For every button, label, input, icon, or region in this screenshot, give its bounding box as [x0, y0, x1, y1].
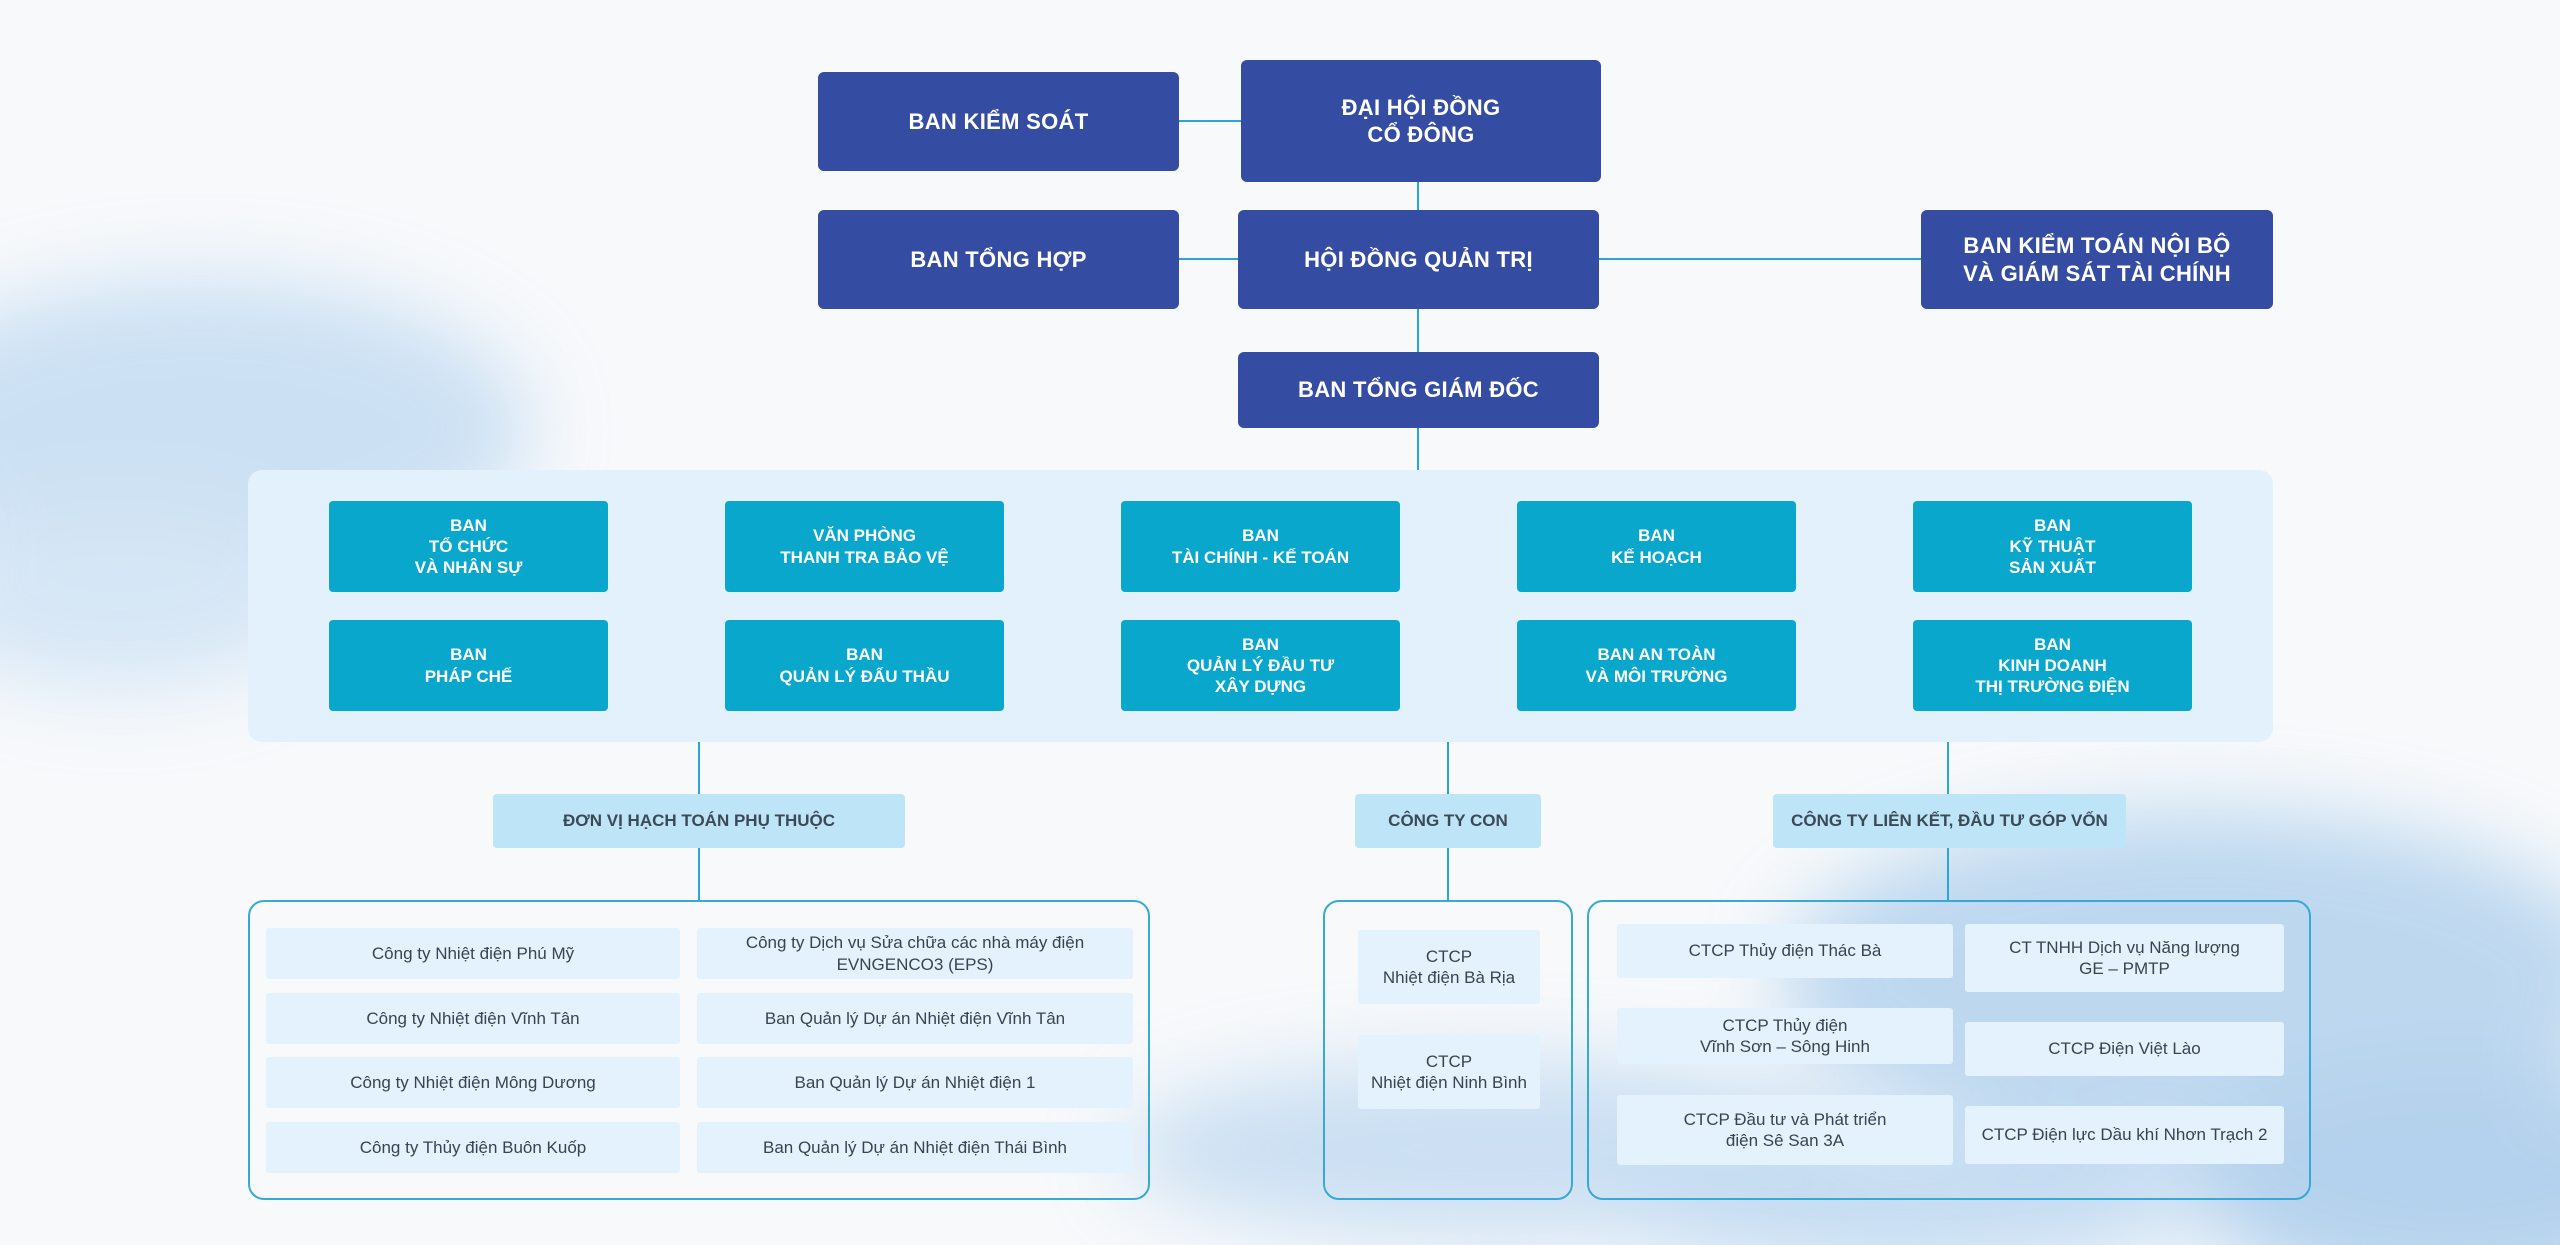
dept-inspection-office-box[interactable]: VĂN PHÒNG THANH TRA BẢO VỆ — [725, 501, 1004, 592]
supervisory-board-box[interactable]: BAN KIỂM SOÁT — [818, 72, 1179, 171]
connector-line — [1447, 848, 1449, 900]
dept-construction-investment-box[interactable]: BAN QUẢN LÝ ĐẦU TƯ XÂY DỰNG — [1121, 620, 1400, 711]
general-affairs-box[interactable]: BAN TỔNG HỢP — [818, 210, 1179, 309]
unit-mong-duong[interactable]: Công ty Nhiệt điện Mông Dương — [266, 1057, 680, 1108]
connector-line — [698, 742, 700, 794]
connector-line — [1178, 258, 1239, 260]
unit-pmb-thai-binh[interactable]: Ban Quản lý Dự án Nhiệt điện Thái Bình — [697, 1122, 1133, 1173]
board-of-directors-box[interactable]: HỘI ĐỒNG QUẢN TRỊ — [1238, 210, 1599, 309]
subsidiaries-group — [1323, 900, 1573, 1200]
dept-finance-accounting-box[interactable]: BAN TÀI CHÍNH - KẾ TOÁN — [1121, 501, 1400, 592]
connector-line — [1178, 120, 1241, 122]
connector-line — [1417, 182, 1419, 210]
associate-se-san-3a[interactable]: CTCP Đầu tư và Phát triển điện Sê San 3A — [1617, 1095, 1953, 1165]
dept-hr-box[interactable]: BAN TỔ CHỨC VÀ NHÂN SỰ — [329, 501, 608, 592]
dept-bidding-box[interactable]: BAN QUẢN LÝ ĐẤU THẦU — [725, 620, 1004, 711]
category-subsidiaries[interactable]: CÔNG TY CON — [1355, 794, 1541, 848]
category-associates[interactable]: CÔNG TY LIÊN KẾT, ĐẦU TƯ GÓP VỐN — [1773, 794, 2126, 848]
unit-eps[interactable]: Công ty Dịch vụ Sửa chữa các nhà máy điệ… — [697, 928, 1133, 979]
general-director-box[interactable]: BAN TỔNG GIÁM ĐỐC — [1238, 352, 1599, 428]
connector-line — [1947, 848, 1949, 900]
associate-viet-lao[interactable]: CTCP Điện Việt Lào — [1965, 1022, 2284, 1076]
associate-ge-pmtp[interactable]: CT TNHH Dịch vụ Năng lượng GE – PMTP — [1965, 924, 2284, 992]
associate-thac-ba[interactable]: CTCP Thủy điện Thác Bà — [1617, 924, 1953, 978]
unit-pmb-thermal-1[interactable]: Ban Quản lý Dự án Nhiệt điện 1 — [697, 1057, 1133, 1108]
dept-electricity-market-box[interactable]: BAN KINH DOANH THỊ TRƯỜNG ĐIỆN — [1913, 620, 2192, 711]
unit-vinh-tan[interactable]: Công ty Nhiệt điện Vĩnh Tân — [266, 993, 680, 1044]
dept-safety-environment-box[interactable]: BAN AN TOÀN VÀ MÔI TRƯỜNG — [1517, 620, 1796, 711]
shareholders-meeting-box[interactable]: ĐẠI HỘI ĐỒNG CỔ ĐÔNG — [1241, 60, 1601, 182]
internal-audit-box[interactable]: BAN KIỂM TOÁN NỘI BỘ VÀ GIÁM SÁT TÀI CHÍ… — [1921, 210, 2273, 309]
connector-line — [1417, 308, 1419, 352]
category-dependent-units[interactable]: ĐƠN VỊ HẠCH TOÁN PHỤ THUỘC — [493, 794, 905, 848]
unit-pmb-vinh-tan[interactable]: Ban Quản lý Dự án Nhiệt điện Vĩnh Tân — [697, 993, 1133, 1044]
dependent-units-group — [248, 900, 1150, 1200]
unit-buon-kuop[interactable]: Công ty Thủy điện Buôn Kuốp — [266, 1122, 680, 1173]
unit-phu-my[interactable]: Công ty Nhiệt điện Phú Mỹ — [266, 928, 680, 979]
connector-line — [1947, 742, 1949, 794]
associate-vinh-son[interactable]: CTCP Thủy điện Vĩnh Sơn – Sông Hinh — [1617, 1008, 1953, 1064]
connector-line — [1417, 427, 1419, 471]
associate-nhon-trach-2[interactable]: CTCP Điện lực Dầu khí Nhơn Trạch 2 — [1965, 1106, 2284, 1164]
subsidiary-ninh-binh[interactable]: CTCP Nhiệt điện Ninh Bình — [1358, 1035, 1540, 1109]
connector-line — [698, 848, 700, 900]
connector-line — [1447, 742, 1449, 794]
connector-line — [1598, 258, 1922, 260]
associates-group — [1587, 900, 2311, 1200]
dept-production-tech-box[interactable]: BAN KỸ THUẬT SẢN XUẤT — [1913, 501, 2192, 592]
subsidiary-ba-ria[interactable]: CTCP Nhiệt điện Bà Rịa — [1358, 930, 1540, 1004]
dept-legal-box[interactable]: BAN PHÁP CHẾ — [329, 620, 608, 711]
dept-planning-box[interactable]: BAN KẾ HOẠCH — [1517, 501, 1796, 592]
